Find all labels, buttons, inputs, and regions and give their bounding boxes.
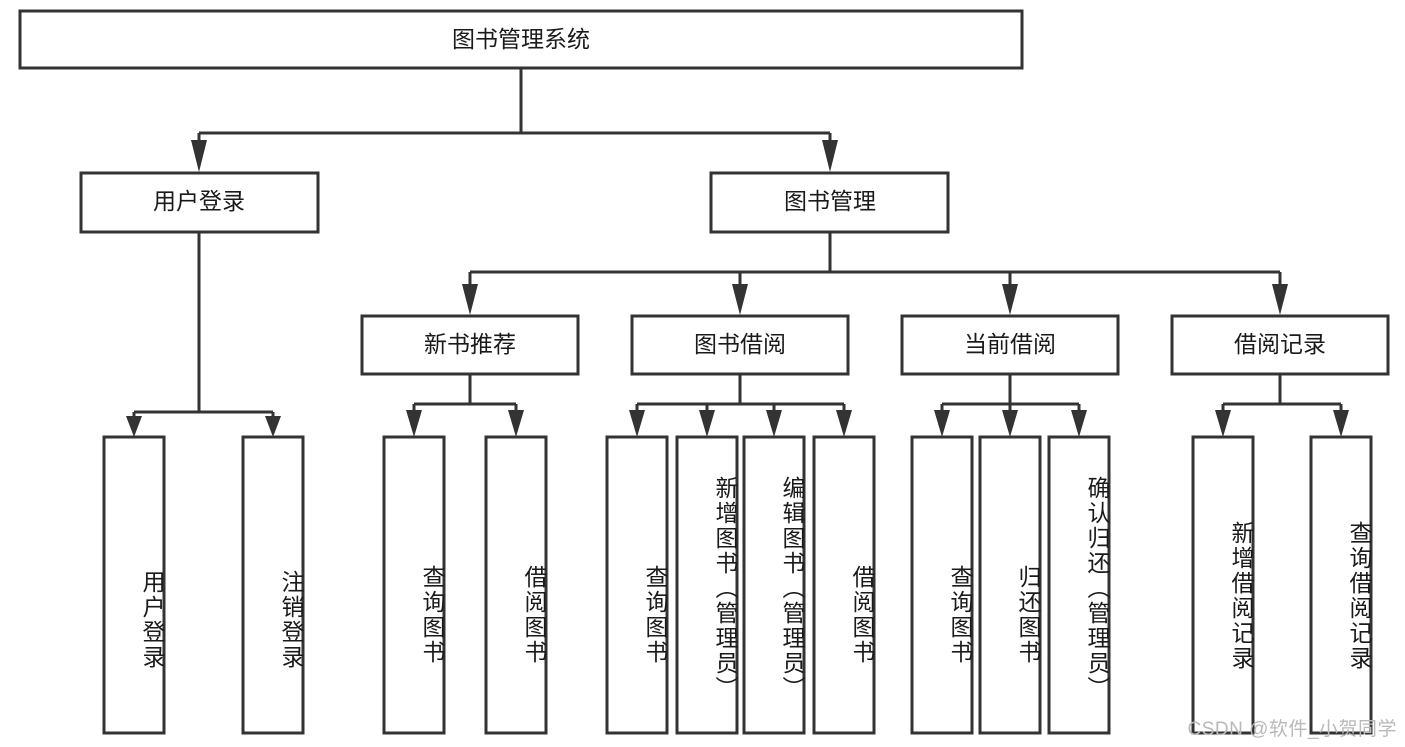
leaf-box-user-login-1[interactable]	[241, 435, 305, 735]
arrowhead-currentborrow-leaf-1	[934, 410, 950, 437]
arrowhead-userlogin-leaf-1	[126, 416, 142, 437]
leaf-box-borrow-record-0[interactable]	[1191, 435, 1255, 735]
leaf-box-current-borrow-1[interactable]	[978, 435, 1042, 735]
leaf-box-book-borrow-3[interactable]	[812, 435, 876, 735]
node-borrow-record-box[interactable]	[1170, 314, 1390, 376]
node-current-borrow-box[interactable]	[900, 314, 1120, 376]
node-new-book-recommend-label: 新书推荐	[424, 331, 516, 357]
arrowhead-to-book-borrow	[732, 284, 748, 315]
leaf-box-book-borrow-0[interactable]	[605, 435, 669, 735]
arrowhead-userlogin-leaf-2	[265, 416, 281, 437]
arrowhead-borrowrecord-leaf-1	[1215, 410, 1231, 437]
arrowhead-newbook-leaf-2	[508, 410, 524, 437]
leaf-box-book-borrow-2[interactable]	[742, 435, 806, 735]
arrowhead-to-new-book	[462, 284, 478, 315]
node-new-book-recommend-box[interactable]	[360, 314, 580, 376]
arrowhead-to-userlogin	[191, 140, 207, 172]
leaf-box-current-borrow-0[interactable]	[910, 435, 974, 735]
arrowhead-borrowrecord-leaf-2	[1333, 410, 1349, 437]
arrowhead-newbook-leaf-1	[406, 410, 422, 437]
arrowhead-to-bookmgmt	[822, 140, 838, 172]
node-borrow-record-label: 借阅记录	[1234, 331, 1326, 357]
node-user-login-label: 用户登录	[153, 188, 245, 214]
arrowhead-bookborrow-leaf-2	[699, 410, 715, 437]
arrowhead-bookborrow-leaf-1	[629, 410, 645, 437]
arrowhead-to-current-borrow	[1002, 284, 1018, 315]
node-current-borrow-label: 当前借阅	[964, 331, 1056, 357]
node-root-box[interactable]	[18, 9, 1024, 70]
arrowhead-to-borrow-record	[1272, 284, 1288, 315]
leaf-box-current-borrow-2[interactable]	[1047, 435, 1111, 735]
csdn-watermark: CSDN @软件_小贺同学	[1187, 719, 1397, 740]
leaf-box-borrow-record-1[interactable]	[1309, 435, 1373, 735]
node-book-borrow-label: 图书借阅	[694, 331, 786, 357]
arrowhead-bookborrow-leaf-3	[766, 410, 782, 437]
leaf-box-new-book-1[interactable]	[484, 435, 548, 735]
node-book-borrow-box[interactable]	[630, 314, 850, 376]
leaf-box-book-borrow-1[interactable]	[675, 435, 739, 735]
node-book-management-label: 图书管理	[784, 188, 876, 214]
node-book-management-box[interactable]	[709, 171, 950, 234]
arrowhead-currentborrow-leaf-3	[1071, 410, 1087, 437]
node-root-label: 图书管理系统	[452, 26, 590, 52]
leaf-box-new-book-0[interactable]	[382, 435, 446, 735]
arrowhead-bookborrow-leaf-4	[836, 410, 852, 437]
arrowhead-currentborrow-leaf-2	[1002, 410, 1018, 437]
leaf-box-user-login-0[interactable]	[102, 435, 166, 735]
